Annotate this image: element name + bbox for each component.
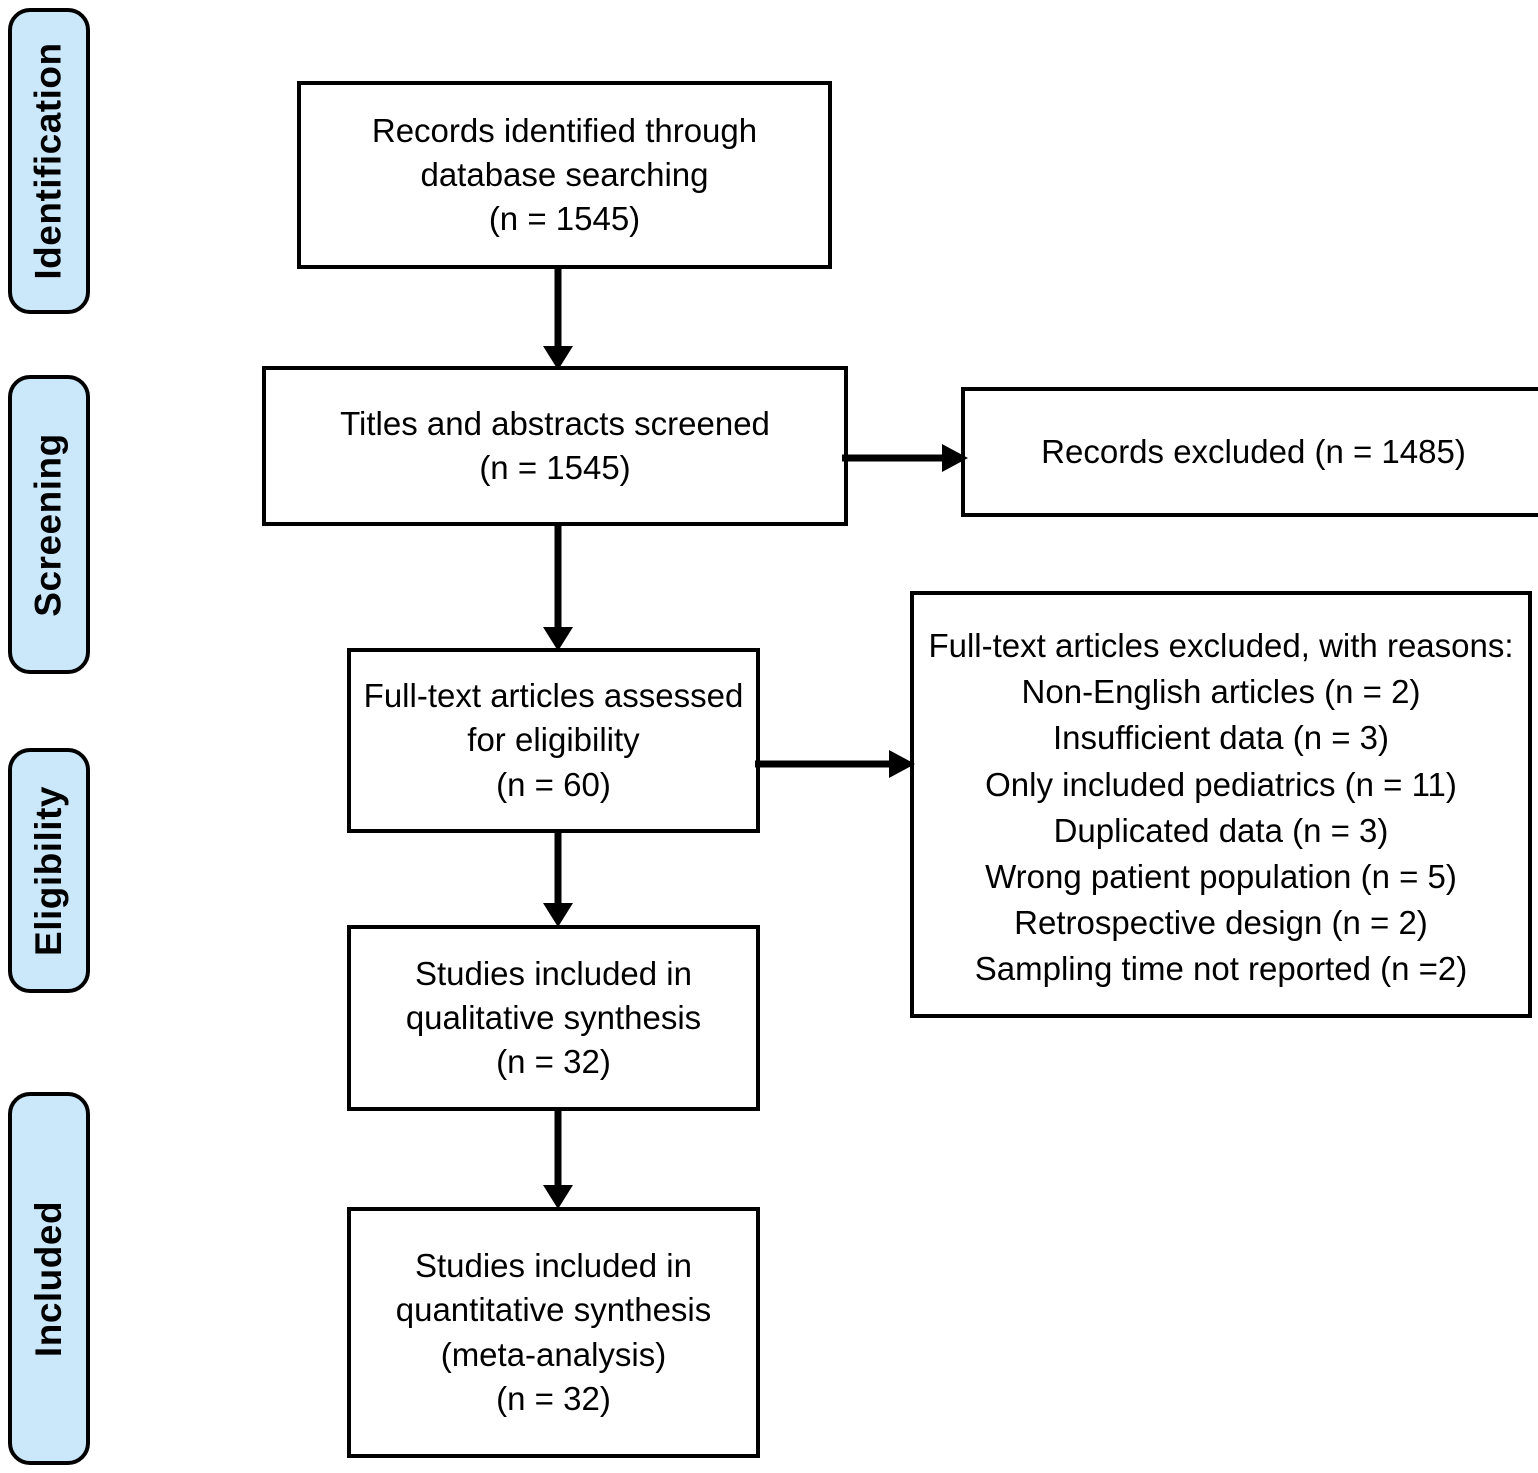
- box-quantitative-synthesis: Studies included in quantitative synthes…: [347, 1207, 760, 1458]
- box-quantitative-synthesis-text: Studies included in quantitative synthes…: [395, 1247, 712, 1417]
- stage-pill-included: Included: [8, 1092, 90, 1465]
- box-records-excluded-text: Records excluded (n = 1485): [1041, 432, 1466, 470]
- box-qualitative-synthesis: Studies included in qualitative synthesi…: [347, 925, 760, 1111]
- stage-label-eligibility: Eligibility: [28, 785, 69, 956]
- box-qualitative-synthesis-text: Studies included in qualitative synthesi…: [405, 954, 702, 1081]
- arrow-screened-to-records-excluded: [842, 438, 970, 478]
- arrow-fulltext-to-qualitative: [535, 830, 581, 929]
- stage-label-screening: Screening: [28, 432, 69, 617]
- arrow-qualitative-to-quantitative: [535, 1108, 581, 1211]
- box-fulltext-excluded-reasons-text: Full-text articles excluded, with reason…: [928, 627, 1514, 988]
- box-fulltext-assessed: Full-text articles assessed for eligibil…: [347, 648, 760, 833]
- stage-label-included: Included: [28, 1200, 69, 1357]
- box-titles-screened: Titles and abstracts screened (n = 1545): [262, 366, 848, 526]
- box-records-identified-text: Records identified through database sear…: [371, 111, 758, 238]
- stage-pill-identification: Identification: [8, 8, 90, 314]
- arrow-identified-to-screened: [535, 266, 581, 372]
- stage-label-identification: Identification: [28, 42, 70, 280]
- box-fulltext-assessed-text: Full-text articles assessed for eligibil…: [363, 677, 744, 803]
- box-records-excluded: Records excluded (n = 1485): [961, 387, 1538, 517]
- box-titles-screened-text: Titles and abstracts screened (n = 1545): [340, 404, 770, 486]
- stage-pill-screening: Screening: [8, 375, 90, 674]
- arrow-screened-to-fulltext: [535, 523, 581, 653]
- box-records-identified: Records identified through database sear…: [297, 81, 832, 269]
- arrow-fulltext-to-excluded-reasons: [755, 744, 917, 784]
- stage-pill-eligibility: Eligibility: [8, 748, 90, 993]
- box-fulltext-excluded-reasons: Full-text articles excluded, with reason…: [910, 591, 1532, 1018]
